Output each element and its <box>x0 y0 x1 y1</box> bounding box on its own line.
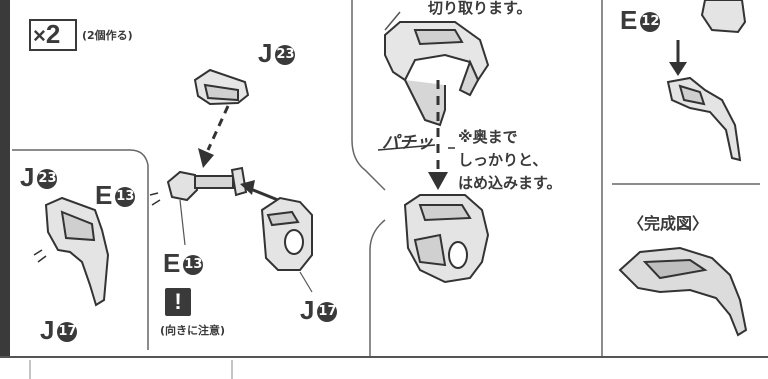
insert-note-line1: ※奥まで <box>458 128 518 146</box>
part-assembled-left <box>44 196 110 307</box>
part-number-badge: 13 <box>115 187 136 208</box>
part-letter: E <box>95 180 113 210</box>
snap-sfx: パチッ <box>382 133 433 153</box>
part-letter: E <box>163 248 181 278</box>
part-e13-connector-top <box>384 21 490 127</box>
part-e12-top <box>700 0 747 34</box>
part-right-middle <box>666 76 742 162</box>
insert-note-line2: しっかりと、 <box>458 151 548 169</box>
part-completed <box>618 246 748 337</box>
note-leader-line <box>384 11 401 31</box>
left-spark-lines <box>33 249 47 263</box>
e13-leader-line <box>179 199 186 246</box>
part-j17-center <box>260 196 313 271</box>
part-number-badge: 17 <box>57 322 78 343</box>
warning-box <box>165 288 191 316</box>
center-panel-divider-bottom <box>369 219 386 356</box>
multiplier-symbol: × <box>33 23 46 48</box>
left-inset-frame <box>12 149 149 350</box>
j17-leader-line <box>299 271 313 293</box>
part-assembled-bottom <box>403 194 490 284</box>
snap-underline <box>377 144 436 151</box>
part-number-badge: 13 <box>183 255 204 276</box>
multiplier-count: 2 <box>45 19 61 49</box>
part-letter: J <box>40 315 55 345</box>
e13-spark-lines <box>149 192 161 206</box>
part-number-badge: 23 <box>275 45 296 66</box>
j17-arrow-head <box>240 180 255 195</box>
e12-arrow-head <box>669 62 687 76</box>
part-j23-top <box>193 68 250 106</box>
part-letter: J <box>258 38 273 68</box>
part-e13-pin <box>166 166 248 202</box>
insert-note-line3: はめ込みます。 <box>458 174 562 192</box>
part-letter: J <box>20 162 35 192</box>
multiplier-box <box>29 19 77 51</box>
multiplier-caption: (2個作る) <box>82 29 133 42</box>
multiplier-label: ×2 <box>33 19 60 50</box>
part-number-badge: 23 <box>37 169 58 190</box>
center-panel-curve <box>351 139 386 191</box>
j23-arrow-head <box>198 148 214 168</box>
part-letter: J <box>300 295 315 325</box>
part-letter: E <box>620 5 638 35</box>
completed-label: 〈完成図〉 <box>628 214 709 233</box>
part-number-badge: 12 <box>640 12 661 33</box>
exclamation-icon: ! <box>174 289 182 314</box>
left-border <box>0 0 10 356</box>
warning-caption: (向きに注意) <box>160 324 226 337</box>
top-note: 切り取ります。 <box>428 0 532 17</box>
insert-arrow-head <box>428 172 448 190</box>
part-number-badge: 17 <box>317 302 338 323</box>
j23-dashed-line <box>206 105 230 151</box>
